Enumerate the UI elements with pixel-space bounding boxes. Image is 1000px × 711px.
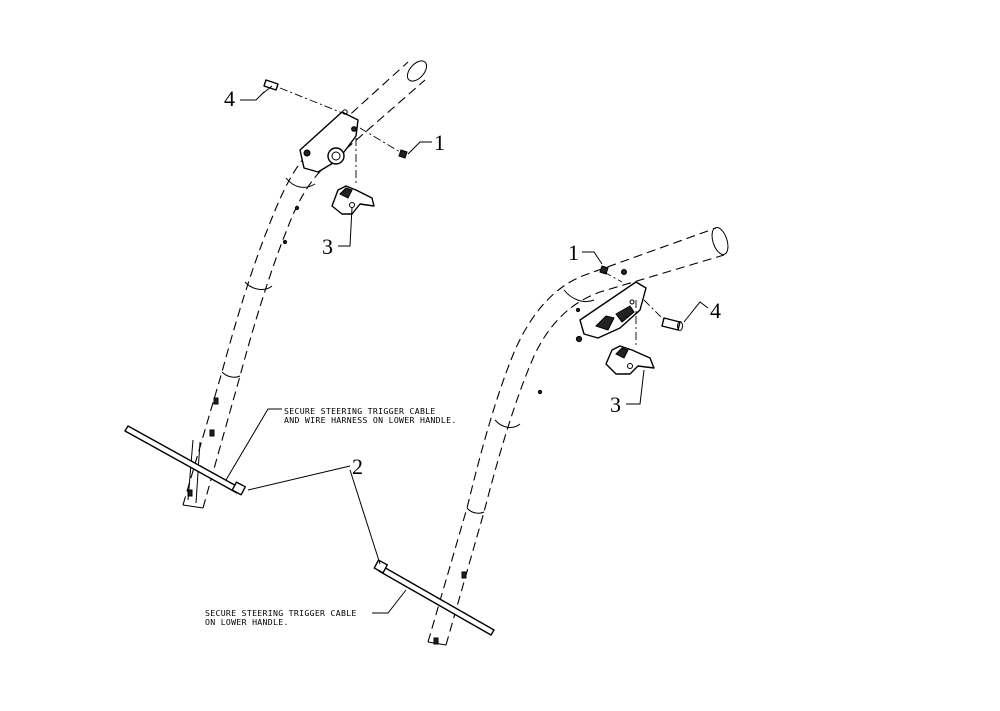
callout-left-1: 1 — [434, 130, 445, 155]
right-pin-part-4 — [643, 299, 683, 331]
right-handle-assembly: 1 4 3 — [427, 227, 729, 646]
callout-right-1: 1 — [568, 240, 579, 265]
callout-right-3: 3 — [610, 392, 621, 417]
right-handle-tube — [427, 227, 729, 646]
left-screw-part-1 — [359, 127, 408, 159]
note-upper-line-1: SECURE STEERING TRIGGER CABLE — [284, 406, 436, 416]
left-handle-assembly: 4 1 3 — [182, 60, 445, 509]
right-screw-part-1 — [599, 265, 623, 283]
right-trigger-lever-part-3 — [605, 300, 655, 375]
left-handle-tube — [182, 60, 428, 509]
note-lower-line-1: SECURE STEERING TRIGGER CABLE — [205, 608, 357, 618]
note-upper-cable-instruction: SECURE STEERING TRIGGER CABLE AND WIRE H… — [225, 406, 457, 481]
cable-tie-upper-part-2 — [124, 425, 246, 496]
left-handle-bracket — [299, 109, 359, 173]
callout-right-4: 4 — [710, 298, 721, 323]
cable-tie-lower-part-2 — [373, 559, 495, 636]
note-lower-line-2: ON LOWER HANDLE. — [205, 617, 289, 627]
left-pin-part-4 — [261, 79, 346, 115]
note-lower-cable-instruction: SECURE STEERING TRIGGER CABLE ON LOWER H… — [205, 589, 407, 627]
callout-shared-2: 2 — [352, 454, 363, 479]
callout-left-3: 3 — [322, 234, 333, 259]
right-handle-bracket — [575, 281, 647, 343]
callout-left-4: 4 — [224, 86, 235, 111]
left-trigger-lever-part-3 — [331, 138, 375, 215]
note-upper-line-2: AND WIRE HARNESS ON LOWER HANDLE. — [284, 415, 457, 425]
